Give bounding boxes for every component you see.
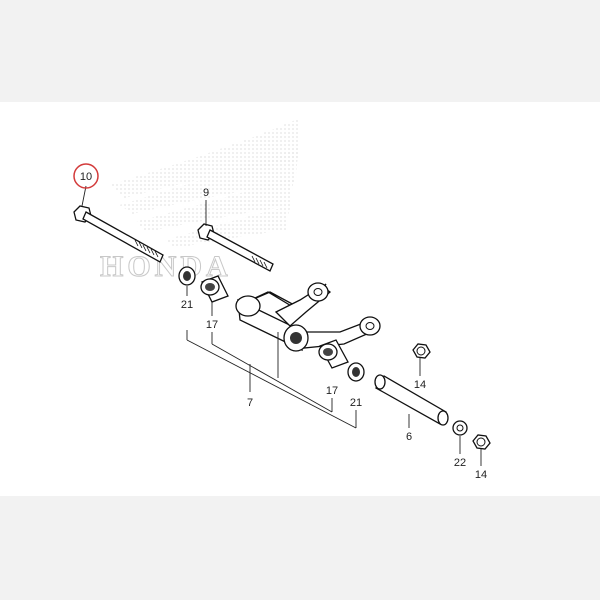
callout-21-upper[interactable]: 21 bbox=[181, 299, 193, 311]
leader-lines bbox=[81, 185, 482, 466]
callout-22[interactable]: 22 bbox=[454, 457, 466, 469]
seal-21-lower[interactable] bbox=[347, 362, 365, 382]
collar-6[interactable] bbox=[374, 374, 449, 426]
bearing-17-lower[interactable] bbox=[318, 339, 349, 369]
bearing-17-upper[interactable] bbox=[200, 275, 229, 303]
link-arm-7[interactable] bbox=[235, 282, 381, 352]
bolt-10[interactable] bbox=[73, 205, 164, 263]
callout-10[interactable]: 10 bbox=[80, 171, 92, 183]
washer-22[interactable] bbox=[452, 420, 468, 436]
callout-21-lower[interactable]: 21 bbox=[350, 397, 362, 409]
nut-14-lower[interactable] bbox=[472, 434, 491, 450]
diagram-frame bbox=[0, 102, 600, 496]
callout-17-upper[interactable]: 17 bbox=[206, 319, 218, 331]
callout-17-lower[interactable]: 17 bbox=[326, 385, 338, 397]
honda-wing-watermark: HONDA bbox=[100, 118, 300, 284]
seal-21-upper[interactable] bbox=[178, 266, 196, 286]
callout-14-upper[interactable]: 14 bbox=[414, 379, 426, 391]
bolt-9[interactable] bbox=[197, 223, 274, 272]
callout-14-lower[interactable]: 14 bbox=[475, 469, 487, 481]
callout-labels: 10 9 21 17 7 17 21 14 6 22 14 bbox=[80, 171, 487, 481]
callout-7[interactable]: 7 bbox=[247, 397, 253, 409]
highlight-circle bbox=[73, 163, 99, 189]
watermark-text: HONDA bbox=[100, 250, 232, 283]
callout-6[interactable]: 6 bbox=[406, 431, 412, 443]
nut-14-upper[interactable] bbox=[412, 343, 431, 359]
callout-9[interactable]: 9 bbox=[203, 187, 209, 199]
